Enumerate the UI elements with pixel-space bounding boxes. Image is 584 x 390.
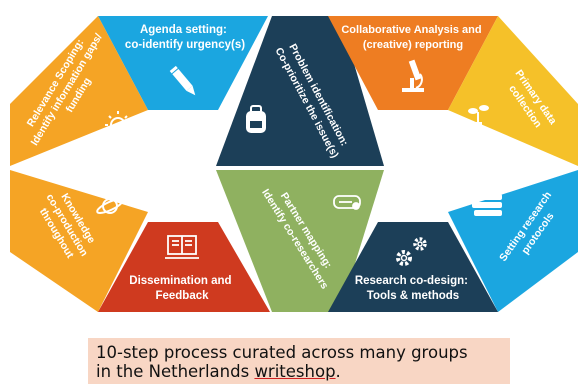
segment-knowledge-shape (10, 170, 148, 312)
segment-codesign-label: Research co-design: Tools & methods (355, 275, 471, 302)
segment-collab-label: Collaborative Analysis and (creative) re… (341, 24, 484, 51)
caption-line-2-prefix: in the Netherlands (96, 362, 255, 381)
books-icon (472, 194, 502, 216)
segment-problem: Problem identification: Co-prioritize th… (216, 16, 384, 166)
segment-partner: Partner mapping: Identify co-researchers (216, 170, 384, 312)
gears-icon (396, 237, 427, 266)
book-icon (165, 235, 199, 259)
segment-dissemination: Dissemination and Feedback (98, 222, 270, 312)
caption-line-1: 10-step process curated across many grou… (96, 343, 468, 362)
segment-knowledge: Knowledge co-production throughout (10, 170, 148, 312)
caption-line-2-suffix: . (335, 362, 341, 381)
segment-collab: Collaborative Analysis and (creative) re… (328, 16, 498, 110)
flask-plant-icon (466, 105, 490, 146)
segment-dissemination-shape (98, 222, 270, 312)
segment-agenda-label: Agenda setting: co-identify urgency(s) (125, 24, 245, 51)
diploma-icon (333, 195, 361, 210)
segment-primary: Primary data collection (448, 16, 578, 166)
pencil-icon (169, 65, 196, 96)
backpack-icon (246, 105, 266, 133)
process-diagram: Agenda setting: co-identify urgency(s) R… (10, 16, 578, 312)
segment-agenda-shape (98, 16, 268, 110)
segment-partner-shape (216, 170, 384, 312)
segment-primary-shape (448, 16, 578, 166)
segment-agenda: Agenda setting: co-identify urgency(s) (98, 16, 268, 110)
segment-dissemination-label: Dissemination and Feedback (129, 275, 234, 302)
caption-box: 10-step process curated across many grou… (88, 338, 510, 384)
segment-protocols: Setting research protocols (448, 170, 578, 312)
segment-relevance-shape (10, 16, 148, 166)
caption-line-2: in the Netherlands writeshop. (96, 362, 502, 381)
segment-codesign-shape (328, 222, 498, 312)
microscope-icon (402, 59, 424, 92)
caption-writeshop: writeshop (254, 362, 336, 381)
lightbulb-icon (105, 111, 131, 137)
planet-icon (96, 198, 124, 214)
segment-codesign: Research co-design: Tools & methods (328, 222, 498, 312)
